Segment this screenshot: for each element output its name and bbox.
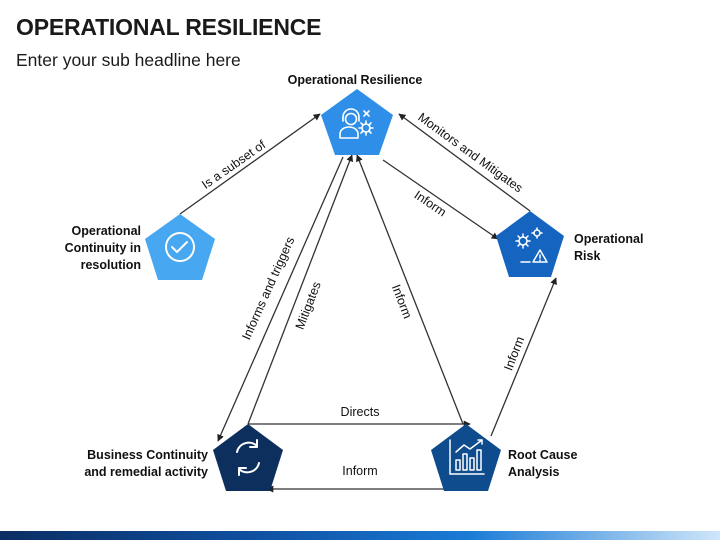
- slide-title: OPERATIONAL RESILIENCE: [16, 14, 322, 40]
- node-operational-continuity: Operational Continuity in resolution: [65, 214, 215, 280]
- edge-label-monitors: Monitors and Mitigates: [415, 110, 525, 195]
- edge-inform-rca-risk: [490, 277, 557, 437]
- pentagon-operational-resilience: [321, 89, 393, 155]
- edge-inform-risk: [382, 159, 499, 240]
- support-agent-settings-icon: [339, 108, 374, 139]
- node-root-cause-analysis: Root Cause Analysis: [431, 424, 578, 491]
- node-label-operational-risk-line2: Risk: [574, 249, 600, 263]
- node-label-business-continuity-line2: and remedial activity: [84, 465, 208, 479]
- node-business-continuity: Business Continuity and remedial activit…: [84, 424, 283, 491]
- node-label-operational-resilience: Operational Resilience: [288, 73, 423, 87]
- node-operational-risk: Operational Risk: [496, 211, 643, 277]
- edge-label-mitigates: Mitigates: [293, 280, 324, 332]
- edge-subset: [179, 113, 321, 215]
- node-operational-resilience: Operational Resilience: [288, 73, 423, 155]
- edge-label-inform-rca-risk: Inform: [501, 335, 527, 373]
- pentagon-operational-continuity: [145, 214, 215, 280]
- slide-subtitle: Enter your sub headline here: [16, 50, 241, 70]
- node-label-root-cause-line1: Root Cause: [508, 448, 578, 462]
- edge-label-inform-bottom: Inform: [342, 464, 377, 478]
- edge-label-subset: Is a subset of: [199, 137, 268, 191]
- node-label-business-continuity-line1: Business Continuity: [87, 448, 208, 462]
- node-label-root-cause-line2: Analysis: [508, 465, 559, 479]
- cycle-arrows-icon: [236, 439, 260, 476]
- edge-label-directs: Directs: [341, 405, 380, 419]
- node-label-continuity-line2: Continuity in: [65, 241, 141, 255]
- edge-informs-triggers: [217, 156, 344, 442]
- gears-warning-icon: [515, 227, 548, 263]
- bar-chart-growth-icon: [449, 439, 485, 475]
- check-circle-icon: [165, 232, 195, 262]
- pentagon-operational-risk: [496, 211, 564, 277]
- edge-mitigates: [247, 154, 353, 425]
- edge-label-inform-center: Inform: [389, 283, 415, 321]
- footer-gradient-bar: [0, 531, 720, 540]
- node-label-continuity-line1: Operational: [72, 224, 141, 238]
- node-label-operational-risk-line1: Operational: [574, 232, 643, 246]
- node-label-continuity-line3: resolution: [81, 258, 141, 272]
- edge-inform-center: [356, 154, 464, 425]
- edge-monitors: [398, 113, 531, 212]
- pentagon-business-continuity: [213, 424, 283, 491]
- pentagon-root-cause-analysis: [431, 424, 501, 491]
